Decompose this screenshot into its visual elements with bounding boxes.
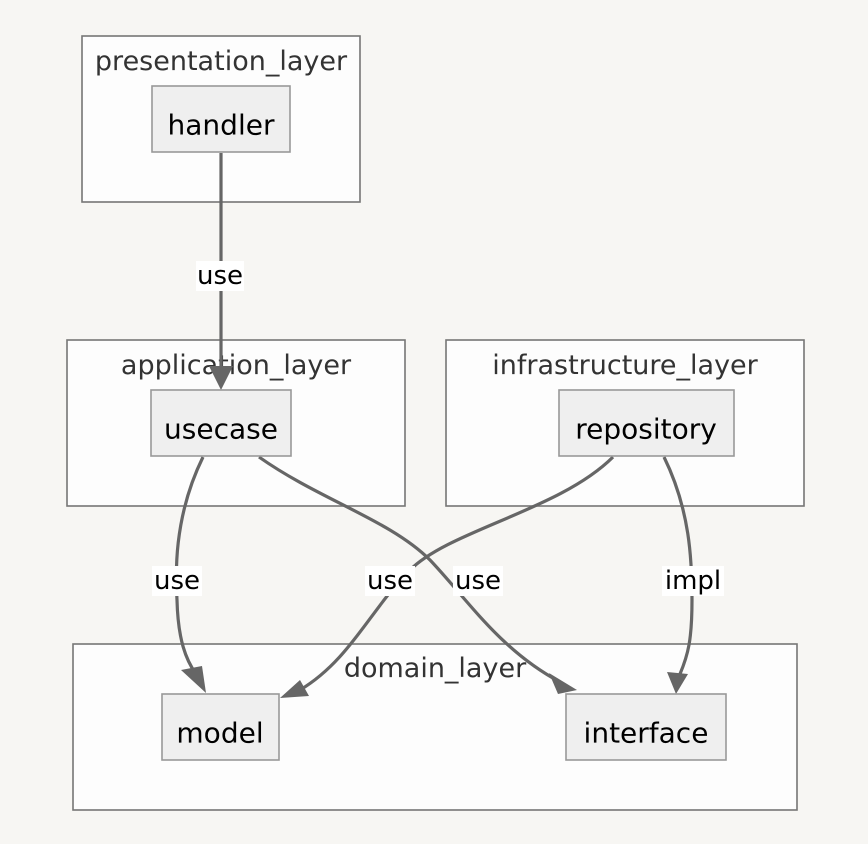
node-repository-box[interactable] [558, 389, 735, 457]
edge-repository-interface-arrow [667, 672, 688, 694]
edge-handler-usecase-label: use [197, 261, 243, 291]
node-interface[interactable]: interface [565, 693, 727, 761]
node-usecase-box[interactable] [150, 389, 292, 457]
node-usecase-label: usecase [164, 413, 278, 446]
edge-repository-model: use [280, 455, 615, 698]
edge-handler-usecase-label-bg [196, 261, 244, 291]
node-model-label: model [176, 717, 263, 750]
edge-handler-usecase: use [196, 153, 244, 390]
node-handler-box[interactable] [151, 85, 291, 153]
edge-usecase-model: use [152, 456, 206, 693]
edge-usecase-model-arrow [181, 666, 206, 693]
edge-usecase-interface-label: use [455, 566, 501, 596]
node-repository[interactable]: repository [558, 389, 735, 457]
edge-repository-interface-label: impl [665, 566, 721, 596]
node-model-box[interactable] [161, 693, 280, 761]
edge-usecase-model-label: use [154, 566, 200, 596]
node-handler-label: handler [168, 109, 275, 142]
edge-handler-usecase-arrow [209, 366, 233, 390]
cluster-infrastructure-title: infrastructure_layer [492, 350, 758, 381]
node-repository-label: repository [575, 413, 717, 446]
cluster-domain-title: domain_layer [344, 653, 527, 684]
node-model[interactable]: model [161, 693, 280, 761]
edge-usecase-interface-line [258, 455, 561, 684]
node-interface-box[interactable] [565, 693, 727, 761]
edge-usecase-interface: use [258, 455, 577, 694]
edge-usecase-interface-arrow [549, 673, 577, 694]
edge-repository-interface: impl [662, 456, 724, 694]
cluster-presentation-title: presentation_layer [95, 46, 348, 77]
edge-repository-model-arrow [280, 680, 309, 698]
edge-usecase-interface-label-bg [453, 566, 503, 596]
node-usecase[interactable]: usecase [150, 389, 292, 457]
edge-repository-model-label: use [367, 566, 413, 596]
edge-repository-interface-label-bg [662, 566, 724, 596]
cluster-application-title: application_layer [121, 350, 352, 381]
edge-usecase-model-label-bg [152, 566, 202, 596]
node-interface-label: interface [584, 717, 709, 750]
node-handler[interactable]: handler [151, 85, 291, 153]
edge-repository-model-label-bg [365, 566, 415, 596]
